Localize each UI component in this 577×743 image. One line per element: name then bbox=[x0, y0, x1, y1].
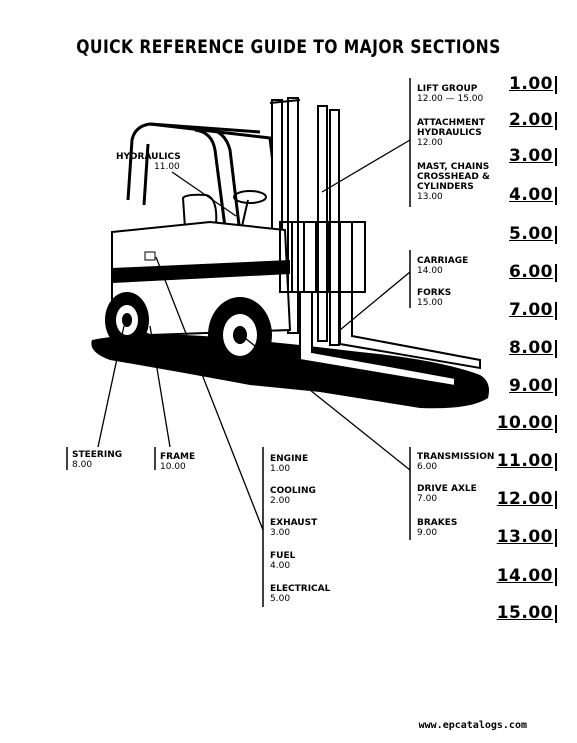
label-steering: STEERING 8.00 bbox=[72, 450, 123, 470]
section-tab-13[interactable]: 13.00 bbox=[496, 527, 558, 547]
label-frame: FRAME 10.00 bbox=[160, 452, 196, 472]
section-tab-8[interactable]: 8.00 bbox=[509, 338, 557, 358]
section-tab-5[interactable]: 5.00 bbox=[509, 224, 557, 244]
label-mast: MAST, CHAINS CROSSHEAD & CYLINDERS 13.00 bbox=[417, 162, 490, 202]
label-hydraulics: HYDRAULICS 11.00 bbox=[116, 152, 181, 172]
label-brakes: BRAKES 9.00 bbox=[417, 518, 458, 538]
label-carriage: CARRIAGE 14.00 bbox=[417, 256, 469, 276]
section-tab-9[interactable]: 9.00 bbox=[509, 376, 557, 396]
section-tab-12[interactable]: 12.00 bbox=[496, 489, 558, 509]
label-electrical: ELECTRICAL 5.00 bbox=[270, 584, 331, 604]
section-tab-7[interactable]: 7.00 bbox=[509, 300, 557, 320]
section-tab-2[interactable]: 2.00 bbox=[509, 110, 557, 130]
label-attachment-hydraulics: ATTACHMENT HYDRAULICS 12.00 bbox=[417, 118, 485, 148]
label-transmission: TRANSMISSION 6.00 bbox=[417, 452, 495, 472]
page-title: QUICK REFERENCE GUIDE TO MAJOR SECTIONS bbox=[76, 36, 501, 58]
label-cooling: COOLING 2.00 bbox=[270, 486, 316, 506]
section-tab-3[interactable]: 3.00 bbox=[509, 146, 557, 166]
section-tab-6[interactable]: 6.00 bbox=[509, 262, 557, 282]
section-tab-1[interactable]: 1.00 bbox=[509, 74, 557, 94]
label-exhaust: EXHAUST 3.00 bbox=[270, 518, 318, 538]
label-forks: FORKS 15.00 bbox=[417, 288, 452, 308]
section-tab-11[interactable]: 11.00 bbox=[496, 451, 558, 471]
label-lift-group: LIFT GROUP 12.00 — 15.00 bbox=[417, 84, 484, 104]
section-tab-10[interactable]: 10.00 bbox=[496, 413, 558, 433]
label-drive-axle: DRIVE AXLE 7.00 bbox=[417, 484, 477, 504]
footer-url[interactable]: www.epcatalogs.com bbox=[418, 720, 527, 731]
section-tab-15[interactable]: 15.00 bbox=[496, 603, 558, 623]
label-fuel: FUEL 4.00 bbox=[270, 551, 296, 571]
section-tab-14[interactable]: 14.00 bbox=[496, 566, 558, 586]
label-engine: ENGINE 1.00 bbox=[270, 454, 309, 474]
section-tab-4[interactable]: 4.00 bbox=[509, 185, 557, 205]
